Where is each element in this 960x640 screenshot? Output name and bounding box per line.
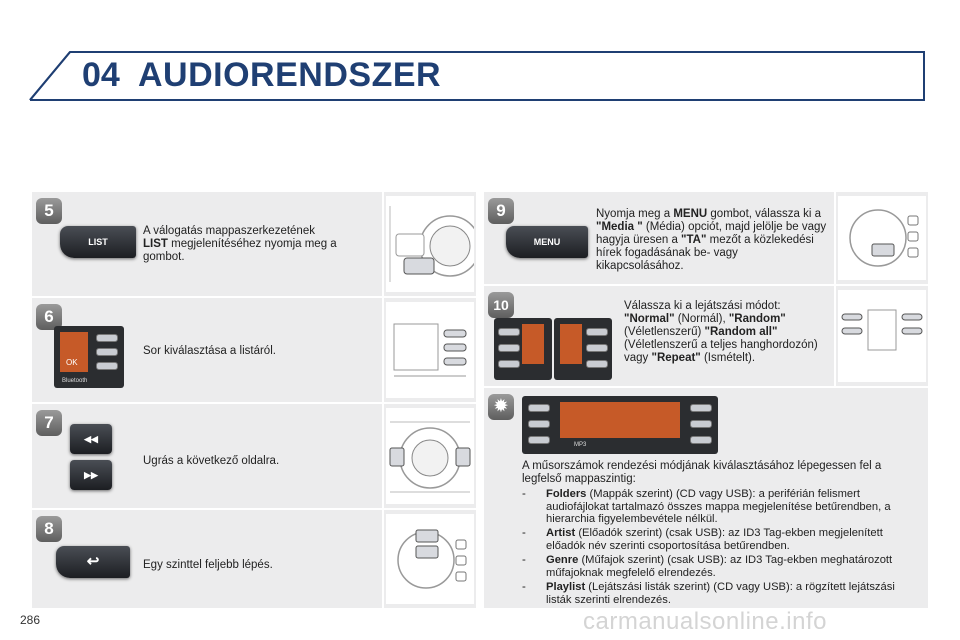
display-button [586,344,608,352]
back-icon: ↩ [86,553,100,570]
divider [382,298,384,402]
list-button-image: LIST [60,226,136,258]
step-7-text: Ugrás a következő oldalra. [143,455,280,467]
tip-item-folders: Folders (Mappák szerint) (CD vagy USB): … [546,488,891,525]
step-6-row: 6 OK Bluetooth Sor kiválasztása a listár… [32,298,476,404]
chapter-number: 04 [82,56,120,94]
step-8-badge: 8 [36,516,62,542]
tip-intro: A műsorszámok rendezési módjának kiválas… [522,460,882,485]
step-10-row: 10 Válassza ki a lejátszási módot: "Norm… [484,286,928,388]
step-6-control-thumbnail [386,302,474,398]
tip-lightbulb-icon: ✹ [488,394,514,420]
bluetooth-label: Bluetooth [62,378,88,384]
watermark: carmanualsonline.info [583,608,827,635]
step-10-badge: 10 [488,292,514,318]
display-button [498,344,520,352]
menu-button-image: MENU [506,226,588,258]
knob-diagram-icon [389,206,481,282]
display-button [96,348,118,356]
knob-diagram-icon [849,209,919,267]
list-button-label: LIST [88,237,108,247]
back-button-image: ↩ [56,546,130,578]
tip-row: ✹ MP3 A műsorszámok rendezési módjának k… [484,388,928,608]
display-button [96,362,118,370]
display-button [586,328,608,336]
step-9-badge: 9 [488,198,514,224]
amber-screen [560,324,582,364]
page-number: 286 [20,613,41,627]
folder-display-image: MP3 [522,396,718,454]
display-button [528,420,550,428]
header-frame [29,51,925,101]
chapter-title: AUDIORENDSZER [138,56,442,94]
step-6-text: Sor kiválasztása a listáról. [143,345,276,357]
divider [834,192,836,284]
divider [834,286,836,386]
next-button-image: ▶▶ [70,460,112,490]
divider [382,404,384,508]
previous-button-image: ◀◀ [70,424,112,454]
tip-item-genre: Genre (Műfajok szerint) (csak USB): az I… [546,554,893,579]
display-button [528,404,550,412]
bullet: - [522,488,526,500]
step-10-text: Válassza ki a lejátszási módot: "Normal"… [624,300,818,364]
step-6-badge: 6 [36,304,62,330]
mode-display-image-1 [494,318,552,380]
step-10-control-thumbnail [838,290,926,382]
step-5-control-thumbnail [386,196,481,292]
bullet: - [522,554,526,566]
mode-display-image-2 [554,318,612,380]
amber-screen [560,402,680,438]
knob-diagram-icon [389,421,471,493]
step-7-control-thumbnail [386,408,474,504]
display-button [498,328,520,336]
display-button [498,360,520,368]
step-9-text: Nyomja meg a MENU gombot, válassza ki a … [596,208,827,272]
display-button [586,360,608,368]
step-8-control-thumbnail [386,514,474,604]
display-diagram-icon [393,323,467,377]
tip-item-artist: Artist (Előadók szerint) (csak USB): az … [546,527,883,552]
ok-display-image: OK Bluetooth [54,326,124,388]
step-7-badge: 7 [36,410,62,436]
step-8-row: 8 ↩ Egy szinttel feljebb lépés. [32,510,476,608]
divider [382,192,384,296]
step-9-control-thumbnail [838,196,926,280]
bullet: - [522,527,526,539]
bullet: - [522,581,526,593]
ok-label: OK [66,358,78,367]
display-button [690,404,712,412]
step-8-text: Egy szinttel feljebb lépés. [143,559,273,571]
amber-screen [522,324,544,364]
display-diagram-icon [841,309,923,351]
tip-item-playlist: Playlist (Lejátszási listák szerint) (CD… [546,581,895,606]
display-button [690,420,712,428]
display-button [528,436,550,444]
right-steps-panel: 9 MENU Nyomja meg a MENU gombot, válassz… [484,192,928,608]
step-5-badge: 5 [36,198,62,224]
display-button [690,436,712,444]
knob-diagram-icon [397,529,467,589]
display-button [96,334,118,342]
step-7-row: 7 ◀◀ ▶▶ Ugrás a következő oldalra. [32,404,476,510]
menu-button-label: MENU [533,237,561,247]
divider [382,510,384,608]
step-9-row: 9 MENU Nyomja meg a MENU gombot, válassz… [484,192,928,286]
amber-screen [60,332,88,372]
mp3-label: MP3 [574,442,587,448]
